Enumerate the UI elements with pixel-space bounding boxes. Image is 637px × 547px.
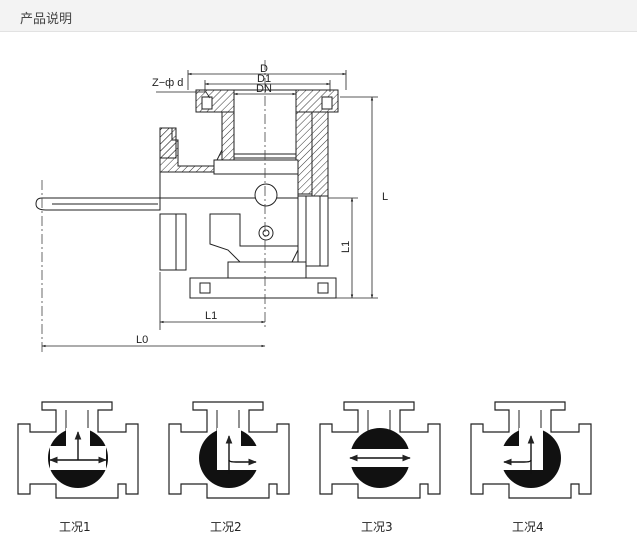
dim-label-l1-vertical: L1 (340, 241, 352, 253)
dim-label-d: D (260, 63, 268, 75)
condition-diagram-3 (319, 401, 441, 499)
condition-caption-2: 工况2 (210, 520, 242, 534)
dim-label-l0: L0 (136, 334, 148, 346)
condition-diagram-1 (17, 401, 139, 499)
dim-label-l1-horizontal: L1 (205, 310, 217, 322)
header-title: 产品说明 (20, 12, 73, 27)
dim-label-d1: D1 (257, 73, 271, 85)
dim-label-l: L (382, 191, 388, 203)
dim-label-dn: DN (256, 83, 272, 95)
condition-caption-4: 工况4 (512, 520, 544, 534)
dim-label-bolt-holes: Z−ф d (152, 77, 183, 89)
page-header: 产品说明 (0, 0, 637, 32)
condition-caption-1: 工况1 (59, 520, 91, 534)
condition-diagram-4 (470, 401, 592, 499)
valve-section-view (35, 89, 339, 299)
condition-diagram-2 (168, 401, 290, 499)
condition-caption-3: 工况3 (361, 520, 393, 534)
dimension-lines (41, 70, 378, 348)
centerlines (41, 60, 266, 352)
